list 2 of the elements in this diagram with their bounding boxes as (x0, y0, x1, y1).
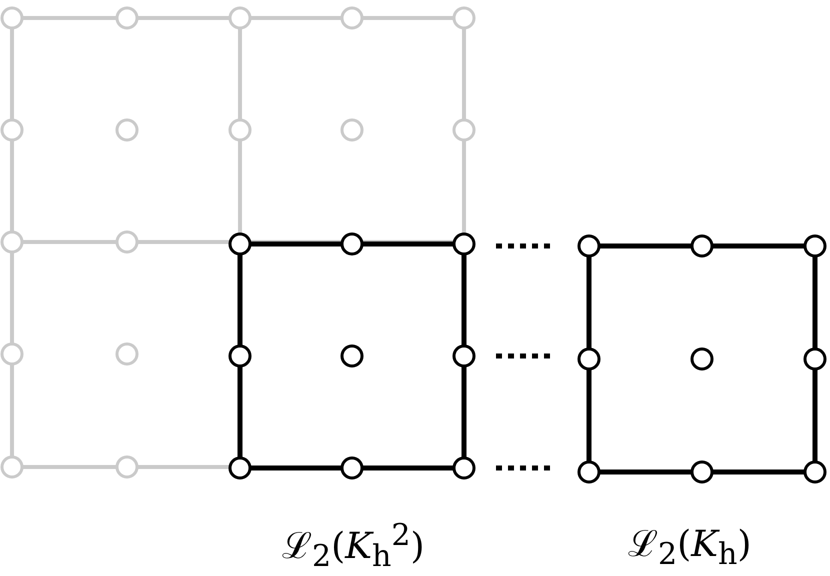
element-label: ℒ$_{2}$(K$_{h}$$^{2}$) (282, 518, 425, 574)
element-label: ℒ$_{2}$(K$_{h}$) (628, 523, 752, 572)
